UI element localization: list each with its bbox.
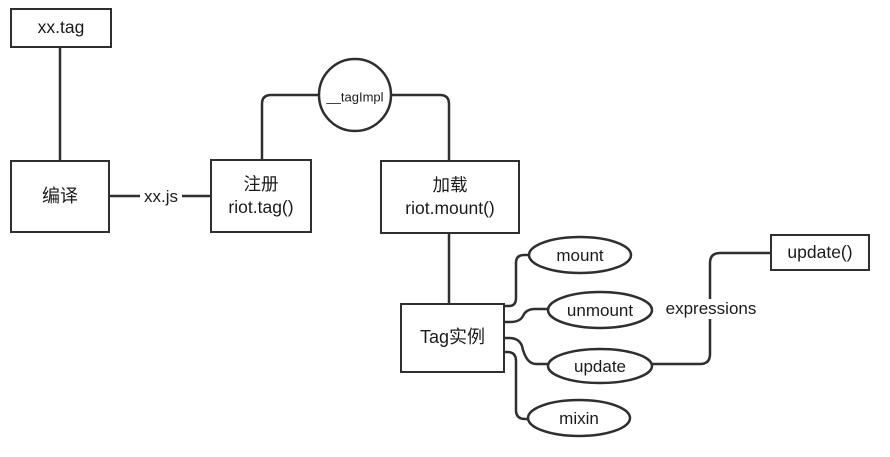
node-tag-instance: Tag实例 [400,303,505,373]
edge-taginstance-to-update [505,336,550,366]
edge-tagimpl-to-load [390,93,451,160]
node-mount-label: mount [556,246,604,265]
node-tag-instance-label: Tag实例 [419,327,486,348]
edge-label-expressions: expressions [661,299,761,319]
node-mount-ellipse [527,235,633,275]
node-update-fn-label: update() [787,241,853,262]
node-tag-impl-circle [317,57,393,133]
node-update-ellipse [546,347,654,385]
edge-label-xx-js: xx.js [140,187,182,207]
node-update-label: update [574,357,626,376]
edge-taginstance-to-unmount [505,307,550,324]
edge-taginstance-to-mixin [505,350,530,421]
edge-taginstance-to-mount [505,253,531,308]
node-unmount-ellipse [546,290,654,330]
node-load: 加载 riot.mount() [380,160,520,234]
node-xx-tag: xx.tag [10,8,112,48]
node-update-fn: update() [770,234,870,271]
node-load-label-line1: 加载 [432,174,468,195]
node-compile-label: 编译 [42,185,78,206]
node-register-label-line1: 注册 [243,173,279,194]
node-tag-impl-label: __tagImpl [326,89,384,105]
node-mixin-label: mixin [559,409,599,428]
node-mixin-ellipse [526,398,632,438]
node-unmount-label: unmount [566,301,634,320]
node-xx-tag-label: xx.tag [37,17,85,38]
node-register-label-line2: riot.tag() [228,197,294,217]
node-compile: 编译 [10,160,110,233]
edge-tagimpl-to-register [260,93,322,159]
node-register: 注册 riot.tag() [210,159,312,233]
node-load-label-line2: riot.mount() [405,198,495,218]
